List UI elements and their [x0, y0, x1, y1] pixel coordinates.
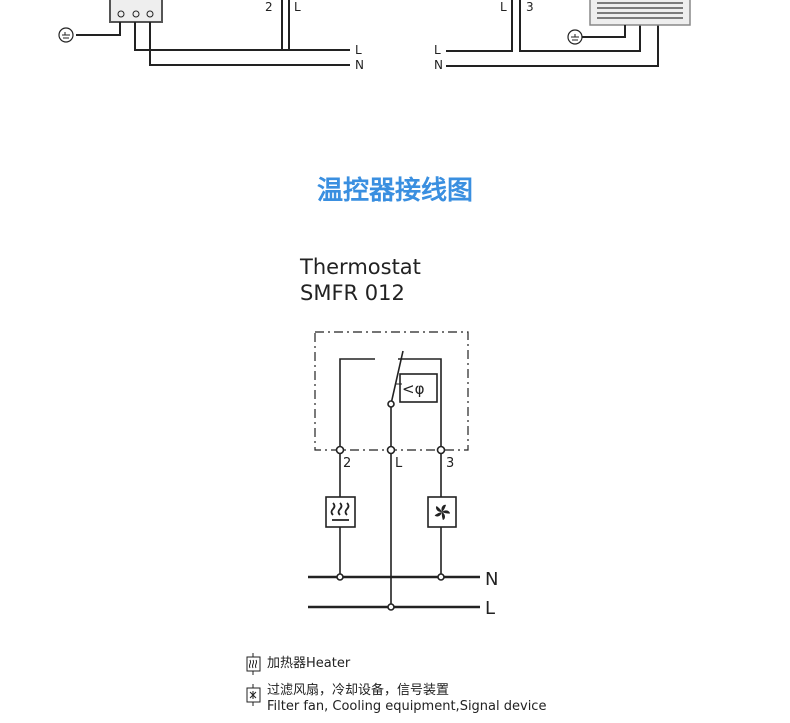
humidity-symbol: <φ	[402, 380, 425, 398]
neutral-line-label: N	[485, 569, 498, 590]
heater-device	[589, 0, 691, 26]
terminal-label: 2	[265, 0, 273, 14]
switch-contact	[390, 350, 404, 405]
ground-icon	[567, 29, 583, 45]
terminal-label: 3	[526, 0, 534, 14]
legend-fan-label-en: Filter fan, Cooling equipment,Signal dev…	[267, 699, 547, 714]
line-label: L	[434, 43, 441, 57]
top-right-wiring: L N L 3	[434, 0, 691, 72]
page-title: 温控器接线图	[316, 176, 473, 206]
terminal-label: L	[500, 0, 507, 14]
terminal-2-label: 2	[343, 456, 351, 471]
top-left-wiring: 2 L L N	[58, 0, 364, 72]
line-label: N	[434, 58, 443, 72]
live-line-label: L	[485, 598, 495, 619]
heater-icon	[325, 496, 356, 528]
thermostat-model: SMFR 012	[300, 281, 405, 305]
fan-icon	[427, 496, 457, 528]
thermostat-schematic: <φ 2 L 3 N L	[308, 331, 498, 619]
thermostat-name: Thermostat	[300, 255, 421, 279]
line-label: L	[355, 43, 362, 57]
legend-heater-label: 加热器Heater	[267, 656, 351, 671]
humidity-sensor-box	[399, 373, 438, 403]
terminal-3-label: 3	[446, 456, 454, 471]
legend-fan-icon	[246, 684, 261, 706]
ground-icon	[58, 27, 74, 43]
terminal-label: L	[294, 0, 301, 14]
legend-fan-label-cn: 过滤风扇，冷却设备，信号装置	[267, 683, 450, 698]
legend-heater-icon	[246, 653, 261, 675]
terminal-l-label: L	[395, 456, 403, 471]
line-label: N	[355, 58, 364, 72]
